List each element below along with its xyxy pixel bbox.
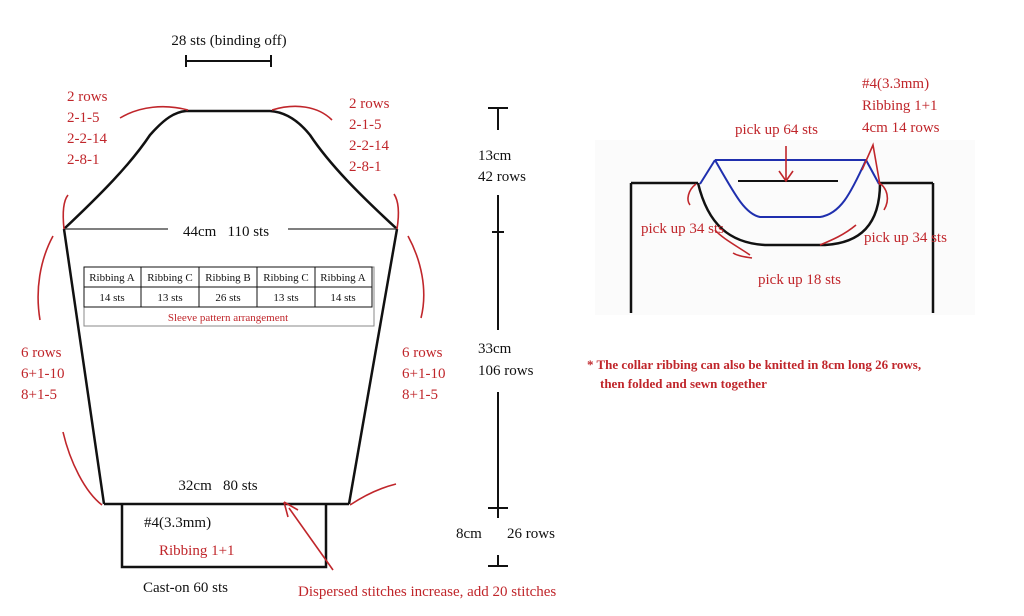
lower-width-label: 32cm 80 sts bbox=[178, 478, 257, 494]
cap-right-line-2: 2-1-5 bbox=[349, 117, 382, 133]
table-header-3: Ribbing B bbox=[205, 272, 251, 284]
cap-height-cm: 13cm bbox=[478, 148, 512, 164]
collar-pick-left: pick up 34 sts bbox=[641, 221, 724, 237]
collar-background bbox=[595, 140, 975, 315]
collar-ribbing: Ribbing 1+1 bbox=[862, 98, 938, 114]
cap-right-line-3: 2-2-14 bbox=[349, 138, 389, 154]
collar-pick-bottom: pick up 18 sts bbox=[758, 272, 841, 288]
table-value-4: 13 sts bbox=[273, 292, 298, 304]
pattern-arrangement-table: Ribbing A Ribbing C Ribbing B Ribbing C … bbox=[83, 266, 375, 327]
sleeve-right-side bbox=[347, 228, 399, 505]
sleeve-outline bbox=[62, 109, 399, 569]
top-width-marker bbox=[185, 55, 272, 67]
top-width-label: 28 sts (binding off) bbox=[171, 33, 286, 49]
collar-rows: 4cm 14 rows bbox=[862, 120, 940, 136]
collar-pick-top: pick up 64 sts bbox=[735, 122, 818, 138]
table-caption: Sleeve pattern arrangement bbox=[168, 312, 288, 324]
side-left-line-1: 6 rows bbox=[21, 345, 62, 361]
upper-width-label: 44cm 110 sts bbox=[183, 224, 269, 240]
table-value-2: 13 sts bbox=[157, 292, 182, 304]
body-height-cm: 33cm bbox=[478, 341, 512, 357]
shaping-arcs bbox=[37, 105, 425, 506]
cap-right-line-1: 2 rows bbox=[349, 96, 390, 112]
table-value-5: 14 sts bbox=[330, 292, 355, 304]
table-value-1: 14 sts bbox=[99, 292, 124, 304]
cap-left-line-2: 2-1-5 bbox=[67, 110, 100, 126]
cap-left-notes: 2 rows 2-1-5 2-2-14 2-8-1 bbox=[67, 89, 108, 168]
collar-note-line-1: * The collar ribbing can also be knitted… bbox=[587, 357, 921, 372]
increase-note: Dispersed stitches increase, add 20 stit… bbox=[298, 584, 556, 600]
body-height-rows: 106 rows bbox=[478, 363, 534, 379]
cap-right-notes: 2 rows 2-1-5 2-2-14 2-8-1 bbox=[349, 96, 390, 175]
collar-note-line-2: then folded and sewn together bbox=[600, 376, 767, 391]
collar-red-arcs bbox=[687, 142, 889, 259]
cuff-height-rows: 26 rows bbox=[507, 526, 555, 542]
cap-right-line-4: 2-8-1 bbox=[349, 159, 382, 175]
collar-pick-right: pick up 34 sts bbox=[864, 230, 947, 246]
table-header-5: Ribbing A bbox=[320, 272, 366, 284]
side-right-line-2: 6+1-10 bbox=[402, 366, 445, 382]
sleeve-cap-curve bbox=[63, 109, 398, 230]
table-value-3: 26 sts bbox=[215, 292, 240, 304]
cuff-height-cm: 8cm bbox=[456, 526, 482, 542]
increase-arrow bbox=[283, 501, 334, 571]
side-left-line-2: 6+1-10 bbox=[21, 366, 64, 382]
table-header-2: Ribbing C bbox=[147, 272, 193, 284]
cast-on-label: Cast-on 60 sts bbox=[143, 580, 228, 596]
side-left-line-3: 8+1-5 bbox=[21, 387, 57, 403]
collar-body bbox=[629, 180, 935, 313]
upper-width-bg bbox=[168, 218, 288, 238]
cuff-needle-label: #4(3.3mm) bbox=[144, 515, 211, 531]
cap-height-rows: 42 rows bbox=[478, 169, 526, 185]
table-header-1: Ribbing A bbox=[89, 272, 135, 284]
side-right-line-3: 8+1-5 bbox=[402, 387, 438, 403]
height-measure-line bbox=[488, 107, 508, 567]
side-right-line-1: 6 rows bbox=[402, 345, 443, 361]
collar-pickup-outline bbox=[699, 159, 880, 218]
cap-left-line-4: 2-8-1 bbox=[67, 152, 100, 168]
cap-left-line-3: 2-2-14 bbox=[67, 131, 107, 147]
table-header-4: Ribbing C bbox=[263, 272, 309, 284]
sleeve-left-side bbox=[62, 228, 106, 505]
side-right-notes: 6 rows 6+1-10 8+1-5 bbox=[402, 345, 445, 403]
cuff-outline bbox=[120, 504, 328, 569]
cuff-ribbing-label: Ribbing 1+1 bbox=[159, 543, 235, 559]
side-left-notes: 6 rows 6+1-10 8+1-5 bbox=[21, 345, 64, 403]
collar-needle: #4(3.3mm) bbox=[862, 76, 929, 92]
cap-left-line-1: 2 rows bbox=[67, 89, 108, 105]
